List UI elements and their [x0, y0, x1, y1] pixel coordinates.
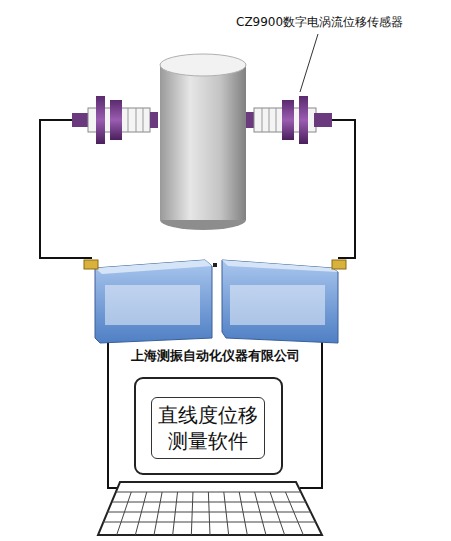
company-label: 上海测振自动化仪器有限公司: [129, 347, 302, 365]
leader-line: [300, 34, 318, 92]
left-sensor: [72, 96, 158, 144]
dot: [213, 263, 217, 267]
laptop: [98, 378, 322, 535]
screen-text: 直线度位移 测量软件: [157, 402, 259, 454]
sensor-label: CZ9900数字电涡流位移传感器: [234, 14, 405, 31]
instrument-box: [222, 260, 346, 343]
screen-box: 直线度位移 测量软件: [151, 397, 265, 459]
cylinder: [160, 54, 246, 230]
right-sensor: [246, 96, 332, 144]
instrument-box: [84, 260, 212, 343]
